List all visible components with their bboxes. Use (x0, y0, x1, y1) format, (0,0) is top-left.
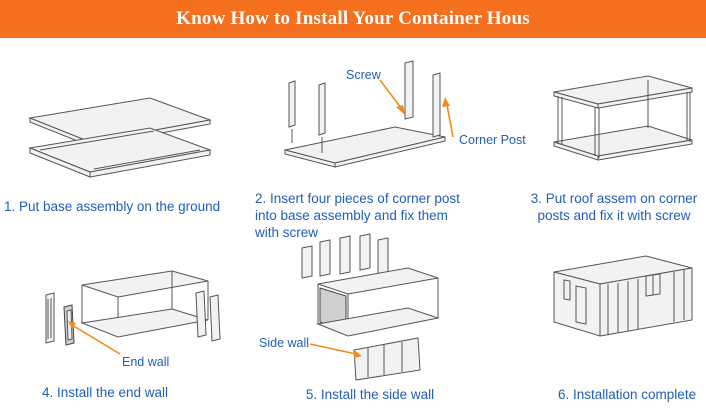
step-1-caption: 1. Put base assembly on the ground (4, 199, 221, 214)
step-3-caption: 3. Put roof assem on corner posts and fi… (530, 191, 698, 223)
step-4-label-end-wall: End wall (122, 355, 170, 369)
step-5-caption: 5. Install the side wall (305, 387, 435, 402)
step-6-complete-container-illustration (548, 250, 698, 350)
step-6-caption: 6. Installation complete (558, 387, 697, 402)
step-1-base-illustration (20, 90, 220, 185)
step-2-label-screw: Screw (346, 68, 381, 82)
step-2-caption: 2. Insert four pieces of corner post int… (255, 191, 460, 240)
step-2-corner-posts-illustration (275, 55, 455, 170)
step-4-caption: 4. Install the end wall (41, 385, 169, 400)
step-5-side-wall-illustration (298, 232, 448, 380)
page-title: Know How to Install Your Container Hous (0, 0, 706, 38)
step-3-roof-illustration (548, 70, 698, 175)
step-5-label-side-wall: Side wall (259, 336, 310, 350)
step-2-label-corner-post: Corner Post (459, 133, 526, 147)
step-4-end-wall-illustration (38, 265, 228, 350)
